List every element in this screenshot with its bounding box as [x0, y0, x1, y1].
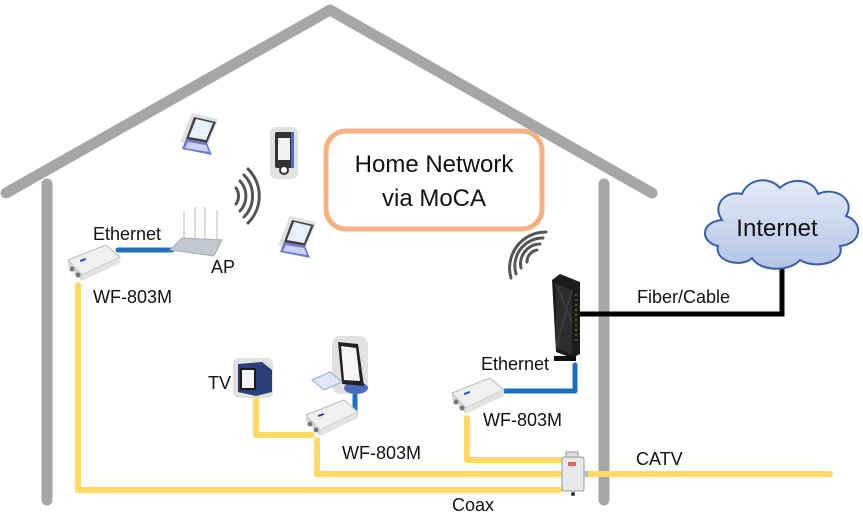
title-line-2: via MoCA — [382, 185, 486, 212]
wifi-signal-icon-router — [508, 230, 548, 280]
ap-label: AP — [211, 257, 235, 277]
tv-label: TV — [208, 373, 231, 393]
internet-cloud: Internet — [704, 179, 859, 270]
moca-adapter-icon — [67, 244, 121, 281]
catv-label: CATV — [636, 449, 683, 469]
title-box — [323, 128, 545, 232]
ethernet-cables — [115, 247, 578, 413]
adapter-3-label: WF-803M — [483, 410, 562, 430]
ethernet-label-router: Ethernet — [481, 354, 549, 374]
tv-icon — [233, 358, 273, 398]
fiber-cable-label: Fiber/Cable — [637, 287, 730, 307]
laptop-icon — [180, 113, 218, 155]
fiber-line — [580, 260, 785, 317]
coax-splitter-icon — [561, 451, 588, 496]
coax-line-tv — [253, 394, 315, 438]
cloud-icon — [704, 179, 859, 270]
coax-label: Coax — [452, 495, 494, 514]
coax-line-adapter2 — [314, 437, 563, 477]
ethernet-label-ap: Ethernet — [93, 224, 161, 244]
coax-line-adapter1 — [75, 282, 563, 493]
desktop-pc-icon — [311, 336, 368, 394]
ethernet-line-router — [502, 362, 578, 394]
moca-adapter-icon — [305, 399, 359, 436]
adapter-2-label: WF-803M — [342, 443, 421, 463]
house-roof — [0, 4, 658, 199]
moca-adapter-icon — [451, 377, 505, 414]
house-outline — [0, 4, 658, 506]
wifi-signal-icon-ap — [234, 167, 261, 225]
gateway-router-icon — [552, 274, 580, 361]
access-point-icon — [168, 207, 223, 257]
laptop-icon — [278, 216, 316, 258]
pda-phone-icon — [270, 127, 298, 179]
cloud-label: Internet — [736, 215, 818, 242]
coax-line-adapter3 — [464, 415, 563, 463]
coax-cables — [75, 282, 833, 493]
title-line-1: Home Network — [355, 151, 515, 178]
adapter-1-label: WF-803M — [93, 287, 172, 307]
